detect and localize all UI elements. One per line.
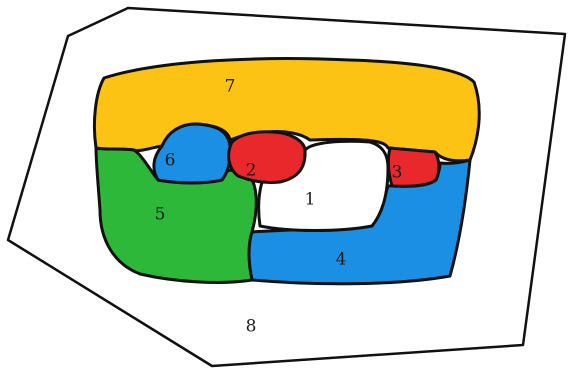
label-region-7: 7 <box>225 77 236 97</box>
region-2 <box>229 132 305 183</box>
label-region-1: 1 <box>305 190 316 210</box>
label-region-2: 2 <box>246 161 257 181</box>
label-region-3: 3 <box>392 163 403 183</box>
label-region-6: 6 <box>165 151 176 171</box>
label-region-5: 5 <box>155 205 166 225</box>
label-region-4: 4 <box>336 250 347 270</box>
label-region-8: 8 <box>246 317 257 337</box>
